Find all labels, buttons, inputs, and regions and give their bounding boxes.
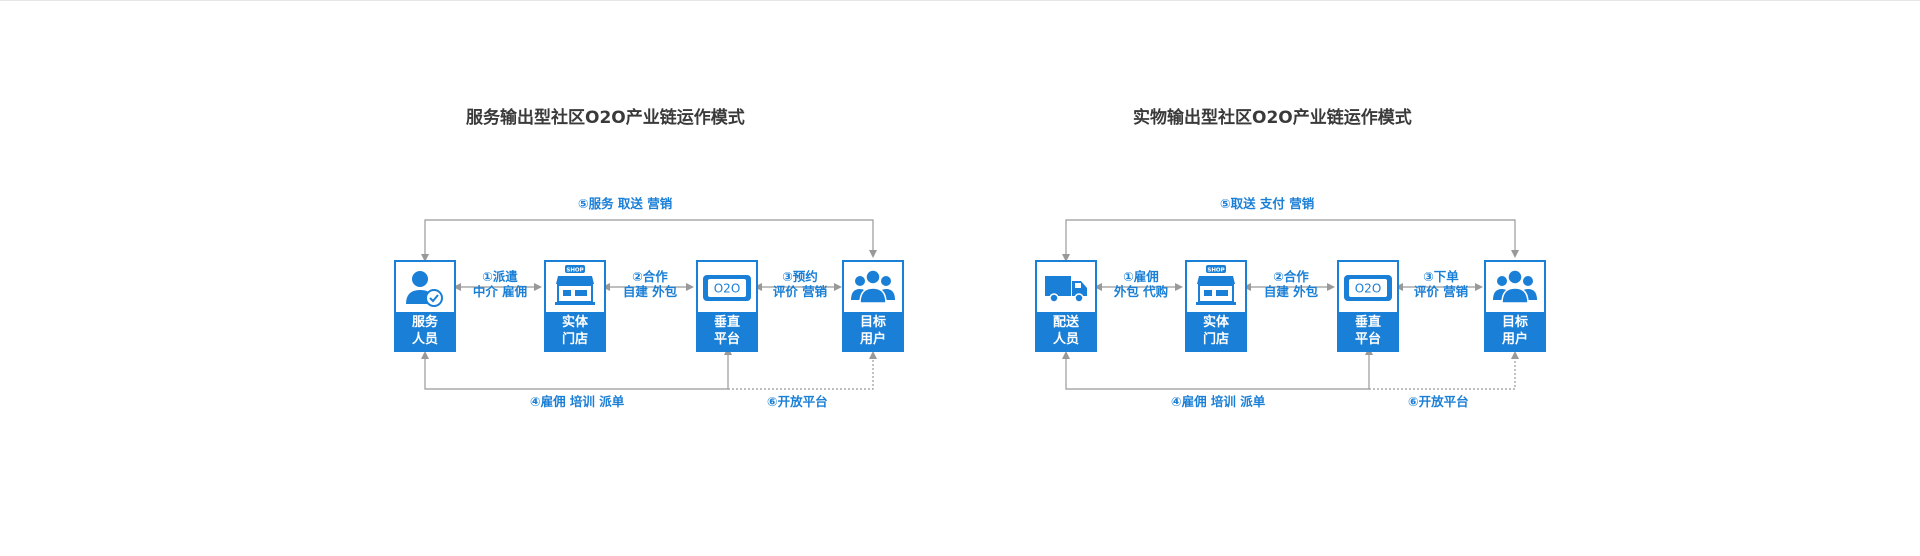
edge-label-top: ①派遣 bbox=[482, 269, 518, 284]
right-node-physical-store: SHOP 实体 门店 bbox=[1185, 260, 1247, 352]
node-label-line2: 人员 bbox=[1052, 332, 1079, 347]
edge-label-top: ②合作 bbox=[632, 269, 668, 284]
node-label-line1: 服务 bbox=[411, 315, 438, 330]
users-icon bbox=[1486, 262, 1544, 312]
truck-icon bbox=[1037, 262, 1095, 312]
edge-label-bottom: 自建 外包 bbox=[622, 284, 678, 299]
node-label-line2: 门店 bbox=[1202, 332, 1229, 347]
node-label-line2: 门店 bbox=[561, 332, 588, 347]
service-person-icon bbox=[396, 262, 454, 312]
right-node-target-users: 目标 用户 bbox=[1484, 260, 1546, 352]
left-diagram-title: 服务输出型社区O2O产业链运作模式 bbox=[466, 108, 745, 128]
top-divider bbox=[0, 0, 1920, 1]
right-node-vertical-platform-label: 垂直 平台 bbox=[1339, 312, 1397, 350]
edge-label-top: ③预约 bbox=[782, 269, 818, 284]
left-node-service-staff: 服务 人员 bbox=[394, 260, 456, 352]
right-node-vertical-platform: O2O 垂直 平台 bbox=[1337, 260, 1399, 352]
right-edge-1-label: ①雇佣 外包 代购 bbox=[1103, 269, 1179, 299]
left-node-service-staff-label: 服务 人员 bbox=[396, 312, 454, 350]
edge-label-bottom: 外包 代购 bbox=[1113, 284, 1169, 299]
edge-label-bottom: 评价 营销 bbox=[1413, 284, 1469, 299]
edge-label-top: ①雇佣 bbox=[1123, 269, 1159, 284]
right-diagram-title: 实物输出型社区O2O产业链运作模式 bbox=[1133, 108, 1412, 128]
shop-sign-text: SHOP bbox=[566, 268, 583, 274]
right-edge-2-label: ②合作 自建 外包 bbox=[1253, 269, 1329, 299]
node-label-line2: 平台 bbox=[1354, 332, 1381, 347]
right-node-physical-store-label: 实体 门店 bbox=[1187, 312, 1245, 350]
left-node-target-users: 目标 用户 bbox=[842, 260, 904, 352]
left-bottom-loop-label: ④雇佣 培训 派单 bbox=[530, 394, 625, 409]
right-top-loop-line bbox=[1062, 219, 1519, 262]
edge-label-bottom: 自建 外包 bbox=[1263, 284, 1319, 299]
shop-icon: SHOP bbox=[546, 262, 604, 312]
right-open-platform-line bbox=[1369, 351, 1519, 390]
left-edge-1-label: ①派遣 中介 雇佣 bbox=[462, 269, 538, 299]
shop-sign-text: SHOP bbox=[1207, 268, 1224, 274]
right-node-target-users-label: 目标 用户 bbox=[1486, 312, 1544, 350]
left-edge-3-label: ③预约 评价 营销 bbox=[762, 269, 838, 299]
o2o-text: O2O bbox=[1355, 282, 1382, 296]
o2o-text: O2O bbox=[714, 282, 741, 296]
node-label-line1: 实体 bbox=[1202, 315, 1229, 330]
left-top-loop-line bbox=[421, 219, 877, 262]
node-label-line1: 实体 bbox=[561, 315, 588, 330]
left-bottom-loop-line bbox=[421, 347, 732, 390]
node-label-line1: 配送 bbox=[1052, 315, 1079, 330]
node-label-line1: 垂直 bbox=[713, 315, 740, 330]
left-node-physical-store-label: 实体 门店 bbox=[546, 312, 604, 350]
o2o-icon: O2O bbox=[698, 262, 756, 312]
edge-label-bottom: 评价 营销 bbox=[772, 284, 828, 299]
left-open-platform-line bbox=[728, 351, 877, 390]
right-edge-3-label: ③下单 评价 营销 bbox=[1403, 269, 1479, 299]
o2o-icon: O2O bbox=[1339, 262, 1397, 312]
edge-label-top: ②合作 bbox=[1273, 269, 1309, 284]
left-edge-2-label: ②合作 自建 外包 bbox=[612, 269, 688, 299]
node-label-line1: 目标 bbox=[859, 315, 886, 330]
node-label-line1: 垂直 bbox=[1354, 315, 1381, 330]
node-label-line2: 平台 bbox=[713, 332, 740, 347]
right-node-delivery-staff: 配送 人员 bbox=[1035, 260, 1097, 352]
left-node-target-users-label: 目标 用户 bbox=[844, 312, 902, 350]
node-label-line1: 目标 bbox=[1501, 315, 1528, 330]
shop-icon: SHOP bbox=[1187, 262, 1245, 312]
node-label-line2: 用户 bbox=[1501, 332, 1528, 347]
left-node-vertical-platform: O2O 垂直 平台 bbox=[696, 260, 758, 352]
node-label-line2: 用户 bbox=[859, 332, 886, 347]
right-top-loop-label: ⑤取送 支付 营销 bbox=[1220, 196, 1315, 211]
right-node-delivery-staff-label: 配送 人员 bbox=[1037, 312, 1095, 350]
right-bottom-loop-line bbox=[1062, 347, 1373, 390]
right-open-platform-label: ⑥开放平台 bbox=[1408, 394, 1469, 409]
node-label-line2: 人员 bbox=[411, 332, 438, 347]
left-top-loop-label: ⑤服务 取送 营销 bbox=[578, 196, 673, 211]
left-node-physical-store: SHOP 实体 门店 bbox=[544, 260, 606, 352]
users-icon bbox=[844, 262, 902, 312]
edge-label-top: ③下单 bbox=[1423, 269, 1459, 284]
right-bottom-loop-label: ④雇佣 培训 派单 bbox=[1171, 394, 1266, 409]
left-node-vertical-platform-label: 垂直 平台 bbox=[698, 312, 756, 350]
left-open-platform-label: ⑥开放平台 bbox=[767, 394, 828, 409]
edge-label-bottom: 中介 雇佣 bbox=[472, 284, 528, 299]
